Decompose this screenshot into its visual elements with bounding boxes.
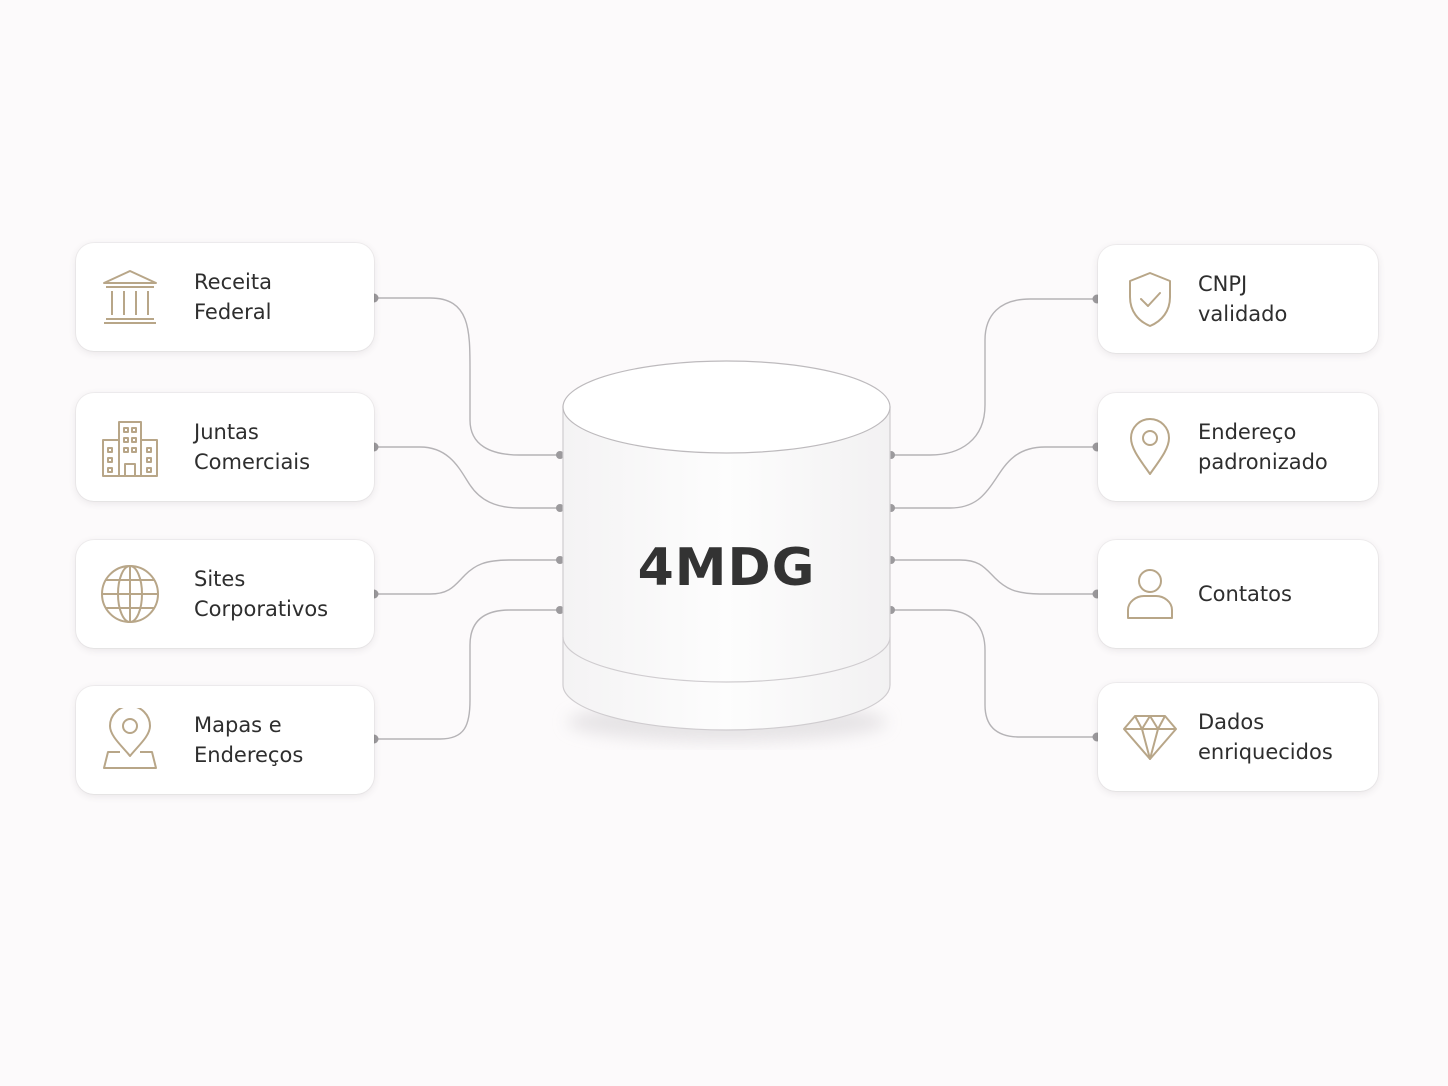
map-pin-icon xyxy=(98,708,162,772)
bank-icon xyxy=(98,265,162,329)
output-label: Endereço padronizado xyxy=(1198,420,1328,474)
source-card-receita-federal: Receita Federal xyxy=(76,243,374,351)
connector-juntas-comerciais xyxy=(374,446,560,509)
source-card-sites-corporativos: Sites Corporativos xyxy=(76,540,374,648)
port-dot xyxy=(556,606,564,614)
location-pin-icon xyxy=(1118,415,1182,479)
connector-sites-corporativos xyxy=(374,559,560,595)
diamond-icon xyxy=(1118,705,1182,769)
output-label: CNPJ validado xyxy=(1198,272,1288,326)
port-dot xyxy=(556,451,564,459)
connector-contatos xyxy=(890,559,1098,595)
output-card-cnpj-validado: CNPJ validado xyxy=(1098,245,1378,353)
globe-icon xyxy=(98,562,162,626)
source-card-mapas-enderecos: Mapas e Endereços xyxy=(76,686,374,794)
output-label: Dados enriquecidos xyxy=(1198,710,1333,764)
source-card-juntas-comerciais: Juntas Comerciais xyxy=(76,393,374,501)
output-label: Contatos xyxy=(1198,582,1292,606)
database-label: 4MDG xyxy=(637,538,816,598)
connector-cnpj-validado xyxy=(890,298,1098,456)
output-card-dados-enriquecidos: Dados enriquecidos xyxy=(1098,683,1378,791)
connector-receita-federal xyxy=(374,297,560,456)
connector-endereco-padronizado xyxy=(890,446,1098,509)
port-dot xyxy=(556,556,564,564)
output-card-contatos: Contatos xyxy=(1098,540,1378,648)
source-label: Sites Corporativos xyxy=(194,567,329,621)
connector-dados-enriquecidos xyxy=(890,609,1098,738)
shield-check-icon xyxy=(1118,267,1182,331)
source-label: Mapas e Endereços xyxy=(194,713,304,767)
source-label: Receita Federal xyxy=(194,270,272,324)
output-card-endereco-padronizado: Endereço padronizado xyxy=(1098,393,1378,501)
source-label: Juntas Comerciais xyxy=(194,420,311,474)
connector-mapas-enderecos xyxy=(374,609,560,740)
user-icon xyxy=(1118,562,1182,626)
buildings-icon xyxy=(98,415,162,479)
port-dot xyxy=(556,504,564,512)
